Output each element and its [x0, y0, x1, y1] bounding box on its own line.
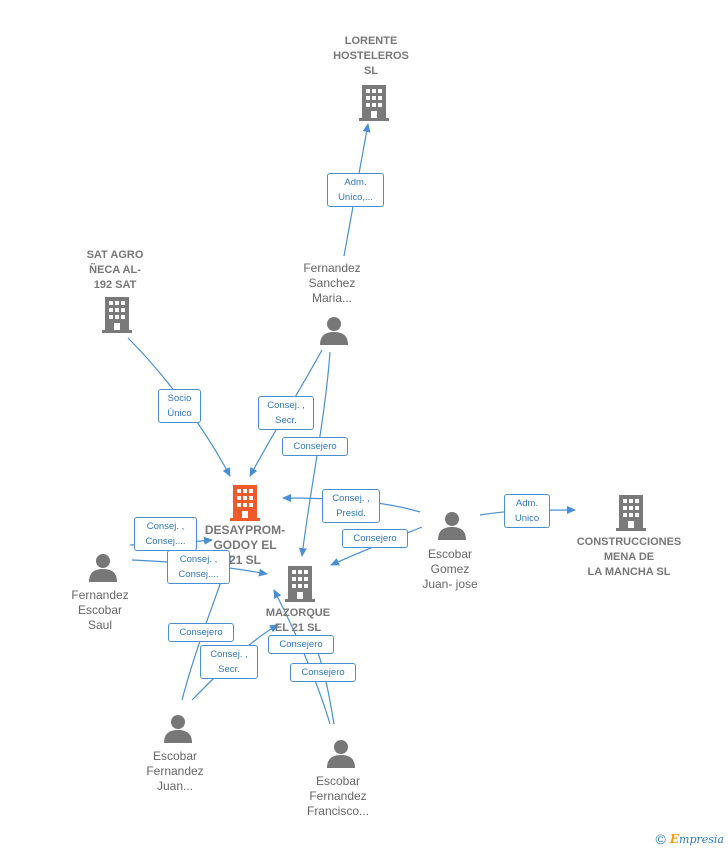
building-icon — [616, 495, 646, 536]
label-line: LORENTE — [344, 35, 398, 47]
label-line: LA MANCHA SL — [587, 566, 671, 578]
label-line: Saul — [87, 618, 113, 632]
label-line: Escobar — [427, 547, 473, 561]
label-line: Fernandez — [309, 789, 367, 803]
label-line: HOSTELEROS — [333, 50, 409, 62]
node-label-construcciones[interactable]: CONSTRUCCIONES MENA DE LA MANCHA SL — [566, 535, 692, 580]
edge-label-line: Adm. — [515, 498, 539, 509]
building-icon — [359, 85, 389, 126]
label-line: SL — [363, 65, 379, 77]
edge-label-consej-consej[interactable]: Consej. , Consej.... — [134, 517, 197, 551]
edge-label-consej-secr[interactable]: Consej. , Secr. — [200, 645, 258, 679]
edge-label-line: Consejero — [293, 441, 337, 452]
label-line: Sanchez — [308, 276, 356, 290]
label-line: ÑECA AL- — [89, 264, 141, 276]
node-label-fernandez-escobar[interactable]: Fernandez Escobar Saul — [50, 588, 150, 633]
edge-line-eff-mazorque-1 — [273, 589, 331, 725]
label-line: Juan- jose — [422, 577, 478, 591]
node-label-fernandez-sanchez[interactable]: Fernandez Sanchez Maria... — [282, 261, 382, 306]
edge-label-line: Consej. , — [267, 400, 305, 411]
edge-label-line: Secr. — [218, 664, 240, 675]
label-line: MAZORQUE — [265, 607, 331, 619]
label-line: Francisco... — [306, 804, 369, 818]
edge-label-consejero[interactable]: Consejero — [290, 663, 356, 682]
brand-text: mpresia — [679, 833, 724, 846]
brand-initial: E — [669, 832, 680, 846]
edge-label-line: Secr. — [275, 415, 297, 426]
node-label-escobar-fernandez-juan[interactable]: Escobar Fernandez Juan... — [125, 749, 225, 794]
edge-label-line: Consejero — [353, 533, 397, 544]
node-label-sat-agro[interactable]: SAT AGRO ÑECA AL- 192 SAT — [65, 248, 165, 293]
edge-label-line: Unico,... — [338, 192, 373, 203]
edge-label-line: Consej. , — [146, 521, 185, 532]
label-line: Fernandez — [71, 588, 129, 602]
copyright-icon: © — [655, 831, 666, 847]
edge-label-consej-consej[interactable]: Consej. , Consej.... — [167, 550, 230, 584]
edge-label-line: Consej. , — [332, 493, 370, 504]
edge-label-consejero[interactable]: Consejero — [168, 623, 234, 642]
label-line: 21 SL — [228, 553, 261, 567]
edge-label-adm-unico[interactable]: Adm. Unico — [504, 494, 550, 528]
edge-label-consejero[interactable]: Consejero — [268, 635, 334, 654]
label-line: Juan... — [156, 779, 194, 793]
node-label-desayprom[interactable]: DESAYPROM- GODOY EL 21 SL — [190, 523, 300, 568]
label-line: MENA DE — [603, 551, 655, 563]
person-icon — [88, 552, 118, 587]
edge-label-line: Presid. — [336, 508, 366, 519]
label-line: Escobar — [315, 774, 361, 788]
footer-brand[interactable]: © Empresia — [656, 831, 724, 847]
label-line: EL 21 SL — [274, 622, 322, 634]
edge-label-consejero[interactable]: Consejero — [342, 529, 408, 548]
node-label-mazorque[interactable]: MAZORQUE EL 21 SL — [248, 606, 348, 636]
edge-label-line: Socio — [167, 393, 192, 404]
label-line: CONSTRUCCIONES — [576, 536, 682, 548]
label-line: Fernandez — [146, 764, 204, 778]
edge-label-consej-presid[interactable]: Consej. , Presid. — [322, 489, 380, 523]
edge-label-line: Unico — [514, 513, 540, 524]
edge-label-line: Consejero — [301, 667, 345, 678]
edge-label-line: Adm. — [344, 177, 367, 188]
node-label-escobar-fernandez-francisco[interactable]: Escobar Fernandez Francisco... — [288, 774, 388, 819]
person-icon — [326, 738, 356, 773]
person-icon — [437, 510, 467, 545]
person-icon — [319, 315, 349, 350]
edge-label-line: Consej. , — [210, 649, 248, 660]
edge-label-line: Consej. , — [179, 554, 218, 565]
building-icon — [285, 566, 315, 607]
edge-label-consej-secr[interactable]: Consej. , Secr. — [258, 396, 314, 430]
edge-label-line: Consej.... — [178, 569, 219, 580]
edge-label-socio-unico[interactable]: Socio Único — [158, 389, 201, 423]
building-icon — [102, 297, 132, 338]
label-line: GODOY EL — [213, 538, 277, 552]
edge-label-consejero[interactable]: Consejero — [282, 437, 348, 456]
label-line: Gomez — [430, 562, 470, 576]
label-line: Fernandez — [303, 261, 361, 275]
label-line: Escobar — [77, 603, 123, 617]
label-line: Maria... — [311, 291, 352, 305]
edge-label-line: Consejero — [279, 639, 323, 650]
brand-logo: Empresia — [670, 832, 724, 846]
edge-label-line: Consej.... — [145, 536, 186, 547]
label-line: Escobar — [152, 749, 198, 763]
person-icon — [163, 713, 193, 748]
node-label-escobar-gomez[interactable]: Escobar Gomez Juan- jose — [400, 547, 500, 592]
node-label-lorente[interactable]: LORENTE HOSTELEROS SL — [316, 34, 426, 79]
edge-label-line: Único — [167, 408, 192, 419]
label-line: SAT AGRO — [86, 249, 144, 261]
label-line: DESAYPROM- — [204, 523, 286, 537]
label-line: 192 SAT — [93, 279, 137, 291]
edge-label-line: Consejero — [179, 627, 223, 638]
building-icon-main — [230, 485, 260, 526]
edge-label-adm-unico[interactable]: Adm. Unico,... — [327, 173, 384, 207]
